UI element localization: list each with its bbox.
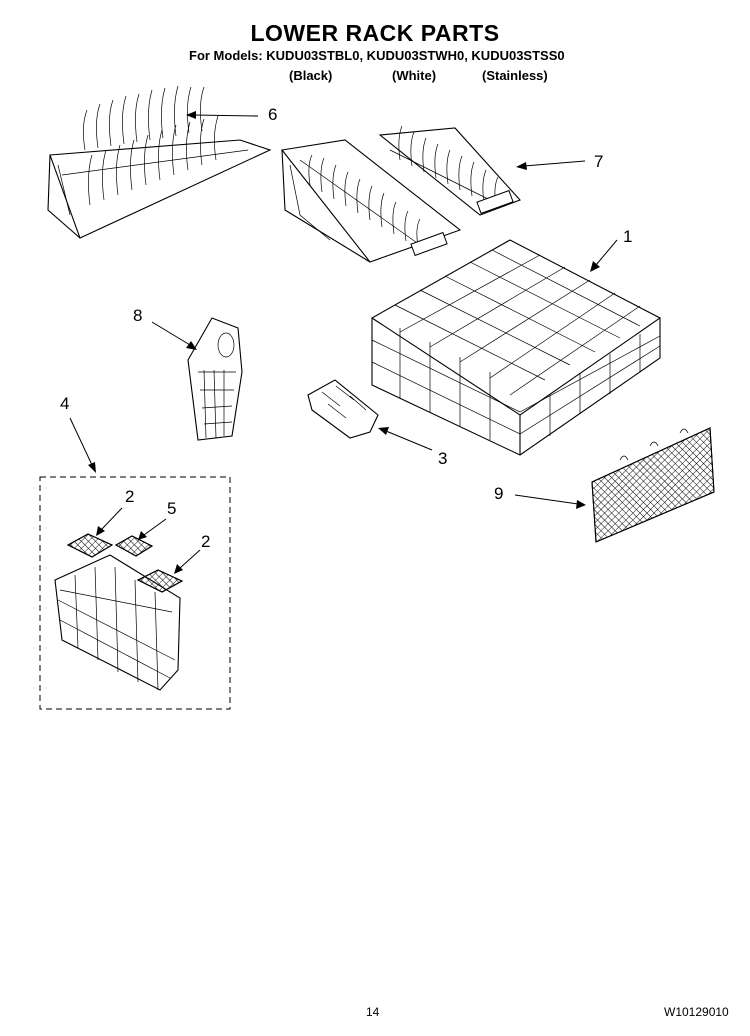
part-8-basket-holder — [187, 317, 243, 441]
part-9-filter-screen — [591, 427, 715, 543]
part-3-clip — [307, 379, 379, 439]
variant-black: (Black) — [289, 68, 333, 83]
callout-2-right: 2 — [201, 532, 211, 551]
part-1-lower-rack — [370, 239, 662, 456]
leader-lines — [69, 111, 618, 574]
model-list: For Models: KUDU03STBL0, KUDU03STWH0, KU… — [189, 48, 565, 63]
callout-3: 3 — [438, 449, 448, 468]
page-number: 14 — [366, 1005, 380, 1019]
callout-2-top: 2 — [125, 487, 135, 506]
part-5-cover — [114, 535, 154, 557]
silverware-basket — [54, 554, 181, 691]
callout-4: 4 — [60, 394, 70, 413]
callout-7: 7 — [594, 152, 604, 171]
variant-white: (White) — [392, 68, 437, 83]
part-2-cover-a — [66, 533, 114, 558]
callout-1: 1 — [623, 227, 633, 246]
part-2-cover-b — [136, 569, 184, 593]
callout-8: 8 — [133, 306, 143, 325]
document-number: W10129010 — [664, 1005, 729, 1019]
callout-6: 6 — [268, 105, 278, 124]
variant-stainless: (Stainless) — [482, 68, 548, 83]
page-title: LOWER RACK PARTS — [250, 20, 500, 46]
callout-9: 9 — [494, 484, 504, 503]
callout-5: 5 — [167, 499, 177, 518]
part-7-tine-assembly — [280, 125, 521, 263]
part-6-tine-row — [47, 85, 272, 239]
